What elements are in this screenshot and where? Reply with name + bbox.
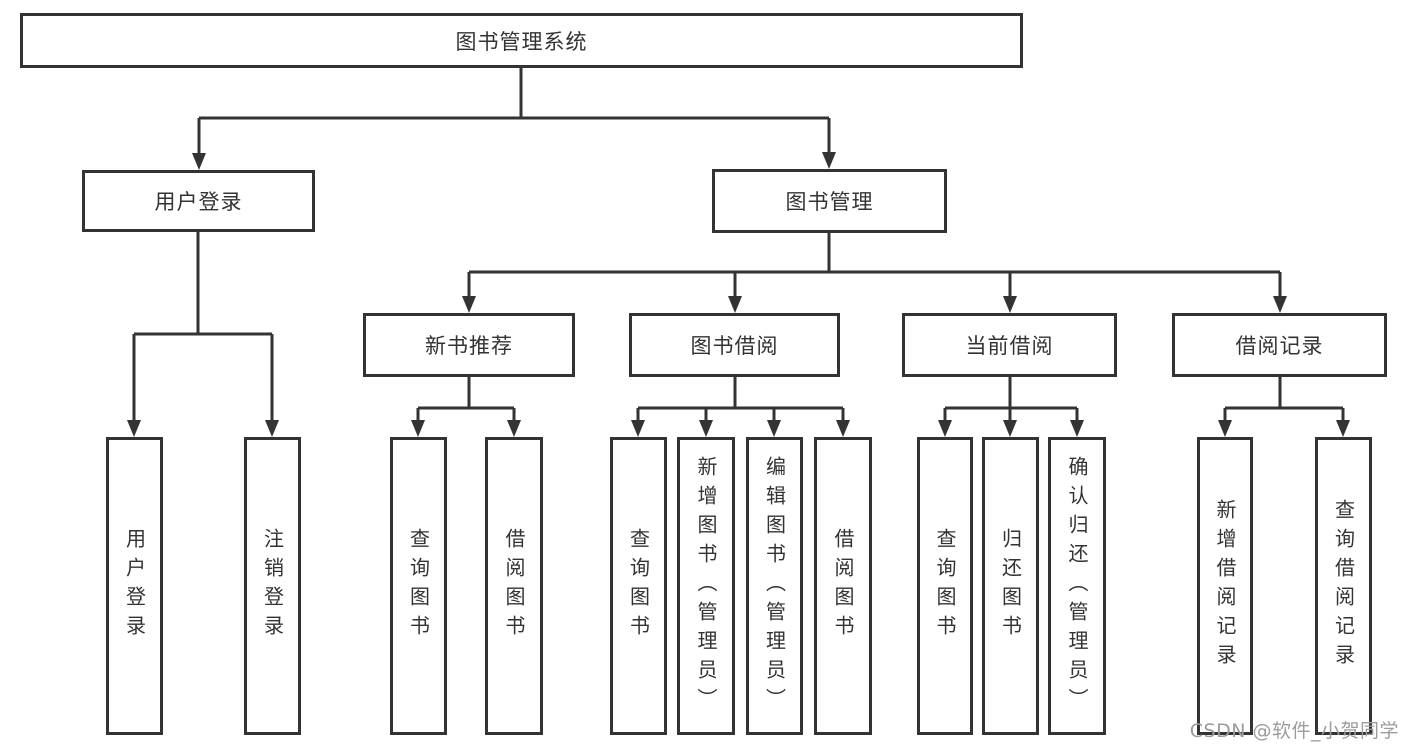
node-book-management-label: 图书管理 bbox=[785, 190, 874, 214]
leaf-add-borrow-record: 新增借阅记录 bbox=[1197, 437, 1253, 735]
leaf-query-book-under-borrowing-label: 查询图书 bbox=[626, 528, 651, 644]
leaf-confirm-return-admin: 确认归还（管理员） bbox=[1048, 437, 1106, 735]
leaf-edit-book-admin: 编辑图书（管理员） bbox=[746, 437, 803, 735]
node-current-borrowing: 当前借阅 bbox=[902, 313, 1117, 377]
leaf-borrow-book-under-borrowing-label: 借阅图书 bbox=[831, 528, 855, 644]
leaf-return-book: 归还图书 bbox=[982, 437, 1039, 735]
node-book-borrowing-label: 图书借阅 bbox=[690, 334, 779, 358]
leaf-query-borrow-record-label: 查询借阅记录 bbox=[1331, 499, 1356, 673]
leaf-borrow-book-under-recommend: 借阅图书 bbox=[485, 437, 543, 735]
node-book-borrowing: 图书借阅 bbox=[629, 313, 840, 377]
leaf-logout: 注销登录 bbox=[244, 437, 301, 735]
node-user-login-group: 用户登录 bbox=[82, 170, 315, 232]
leaf-query-book-under-borrowing: 查询图书 bbox=[610, 437, 667, 735]
csdn-watermark: CSDN @软件_小贺同学 bbox=[1189, 720, 1399, 742]
leaf-borrow-book-under-recommend-label: 借阅图书 bbox=[502, 528, 526, 644]
node-current-borrowing-label: 当前借阅 bbox=[965, 334, 1054, 358]
leaf-return-book-label: 归还图书 bbox=[998, 528, 1023, 644]
leaf-query-borrow-record: 查询借阅记录 bbox=[1315, 437, 1372, 735]
leaf-query-book-under-recommend: 查询图书 bbox=[390, 437, 447, 735]
node-root-label: 图书管理系统 bbox=[455, 29, 588, 54]
leaf-query-book-under-current-label: 查询图书 bbox=[933, 528, 957, 644]
node-borrowing-records-label: 借阅记录 bbox=[1235, 334, 1324, 358]
leaf-user-login-label: 用户登录 bbox=[122, 528, 147, 644]
leaf-user-login: 用户登录 bbox=[106, 437, 163, 735]
leaf-add-book-admin-label: 新增图书（管理员） bbox=[694, 455, 718, 717]
leaf-add-borrow-record-label: 新增借阅记录 bbox=[1213, 499, 1237, 673]
leaf-query-book-under-recommend-label: 查询图书 bbox=[406, 528, 431, 644]
leaf-edit-book-admin-label: 编辑图书（管理员） bbox=[762, 455, 787, 717]
leaf-borrow-book-under-borrowing: 借阅图书 bbox=[814, 437, 872, 735]
node-borrowing-records: 借阅记录 bbox=[1172, 313, 1387, 377]
leaf-query-book-under-current: 查询图书 bbox=[917, 437, 973, 735]
node-new-book-recommend: 新书推荐 bbox=[363, 313, 575, 377]
node-user-login-label: 用户登录 bbox=[154, 190, 243, 214]
node-root-system: 图书管理系统 bbox=[20, 13, 1023, 68]
leaf-logout-label: 注销登录 bbox=[260, 528, 285, 644]
node-new-book-recommend-label: 新书推荐 bbox=[425, 334, 513, 358]
leaf-confirm-return-admin-label: 确认归还（管理员） bbox=[1065, 455, 1089, 717]
node-book-management-group: 图书管理 bbox=[712, 169, 947, 233]
leaf-add-book-admin: 新增图书（管理员） bbox=[677, 437, 735, 735]
